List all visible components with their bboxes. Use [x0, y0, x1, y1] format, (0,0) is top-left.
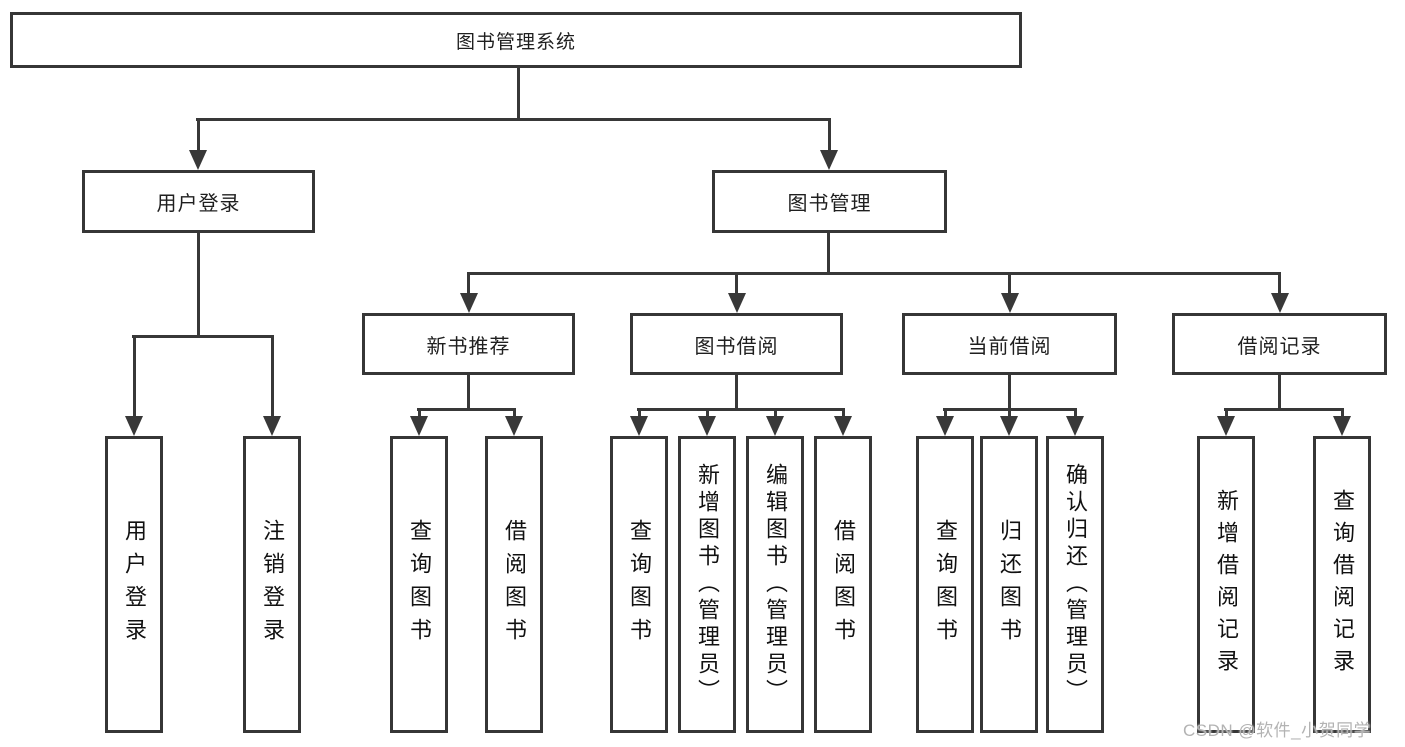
arrow-down-icon — [820, 150, 838, 170]
connector-line — [133, 335, 136, 418]
connector-line — [774, 408, 777, 419]
node-borrowing-records: 借阅记录 — [1172, 313, 1387, 375]
connector-line — [1278, 375, 1281, 411]
connector-line — [418, 408, 421, 419]
connector-line — [1225, 408, 1228, 419]
connector-line — [1008, 408, 1011, 419]
arrow-down-icon — [728, 293, 746, 313]
arrow-down-icon — [936, 416, 954, 436]
arrow-down-icon — [1066, 416, 1084, 436]
connector-line — [828, 118, 831, 153]
connector-line — [735, 272, 738, 296]
leaf-label: 查询图书 — [407, 518, 432, 651]
leaf-user-login: 用户登录 — [105, 436, 163, 733]
arrow-down-icon — [125, 416, 143, 436]
connector-line — [1224, 408, 1344, 411]
node-label: 用户登录 — [156, 193, 241, 215]
node-label: 图书借阅 — [694, 335, 779, 358]
arrow-down-icon — [410, 416, 428, 436]
connector-line — [271, 335, 274, 418]
connector-line — [1008, 375, 1011, 411]
arrow-down-icon — [834, 416, 852, 436]
leaf-label: 归还图书 — [997, 518, 1022, 651]
arrow-down-icon — [766, 416, 784, 436]
csdn-watermark: CSDN @软件_小贺同学 — [1183, 721, 1372, 740]
node-current-borrowing: 当前借阅 — [902, 313, 1117, 375]
leaf-label: 新增借阅记录 — [1214, 488, 1239, 681]
leaf-query-books-recommend: 查询图书 — [390, 436, 448, 733]
arrow-down-icon — [189, 150, 207, 170]
leaf-logout: 注销登录 — [243, 436, 301, 733]
arrow-down-icon — [505, 416, 523, 436]
arrow-down-icon — [630, 416, 648, 436]
leaf-label: 借阅图书 — [502, 518, 527, 651]
leaf-confirm-return-admin: 确认归还（管理员） — [1046, 436, 1104, 733]
arrow-down-icon — [263, 416, 281, 436]
node-user-login: 用户登录 — [82, 170, 315, 233]
node-book-borrowing: 图书借阅 — [630, 313, 843, 375]
node-book-management: 图书管理 — [712, 170, 947, 233]
leaf-borrow-books: 借阅图书 — [814, 436, 872, 733]
arrow-down-icon — [1000, 416, 1018, 436]
leaf-label: 注销登录 — [260, 518, 285, 651]
connector-line — [706, 408, 709, 419]
arrow-down-icon — [1001, 293, 1019, 313]
leaf-label: 查询借阅记录 — [1330, 488, 1355, 681]
leaf-query-borrow-record: 查询借阅记录 — [1313, 436, 1371, 733]
connector-line — [132, 335, 274, 338]
node-library-management-system: 图书管理系统 — [10, 12, 1022, 68]
leaf-query-books-current: 查询图书 — [916, 436, 974, 733]
leaf-label: 编辑图书（管理员） — [763, 463, 788, 706]
connector-line — [467, 272, 1281, 275]
node-label: 借阅记录 — [1237, 335, 1322, 358]
connector-line — [944, 408, 947, 419]
arrow-down-icon — [1271, 293, 1289, 313]
connector-line — [1278, 272, 1281, 296]
connector-line — [735, 375, 738, 411]
leaf-add-books-admin: 新增图书（管理员） — [678, 436, 736, 733]
node-label: 当前借阅 — [967, 335, 1052, 358]
node-label: 图书管理 — [787, 193, 872, 215]
connector-line — [196, 118, 831, 121]
connector-line — [1074, 408, 1077, 419]
leaf-label: 确认归还（管理员） — [1063, 463, 1088, 706]
connector-line — [467, 375, 470, 411]
connector-line — [417, 408, 516, 411]
connector-line — [197, 118, 200, 153]
connector-line — [638, 408, 641, 419]
connector-line — [467, 272, 470, 296]
node-new-book-recommendation: 新书推荐 — [362, 313, 575, 375]
connector-line — [1008, 272, 1011, 296]
leaf-add-borrow-record: 新增借阅记录 — [1197, 436, 1255, 733]
node-label: 新书推荐 — [426, 335, 511, 358]
arrow-down-icon — [1333, 416, 1351, 436]
arrow-down-icon — [698, 416, 716, 436]
leaf-borrow-books-recommend: 借阅图书 — [485, 436, 543, 733]
connector-line — [827, 233, 830, 274]
connector-line — [197, 233, 200, 337]
leaf-label: 用户登录 — [122, 518, 147, 651]
connector-line — [637, 408, 845, 411]
leaf-return-books: 归还图书 — [980, 436, 1038, 733]
arrow-down-icon — [460, 293, 478, 313]
leaf-label: 借阅图书 — [831, 518, 856, 651]
node-label: 图书管理系统 — [455, 31, 576, 53]
connector-line — [1341, 408, 1344, 419]
connector-line — [513, 408, 516, 419]
leaf-edit-books-admin: 编辑图书（管理员） — [746, 436, 804, 733]
leaf-query-books-borrowing: 查询图书 — [610, 436, 668, 733]
connector-line — [842, 408, 845, 419]
connector-line — [517, 66, 520, 120]
leaf-label: 新增图书（管理员） — [695, 463, 720, 706]
leaf-label: 查询图书 — [627, 518, 652, 651]
arrow-down-icon — [1217, 416, 1235, 436]
leaf-label: 查询图书 — [933, 518, 958, 651]
